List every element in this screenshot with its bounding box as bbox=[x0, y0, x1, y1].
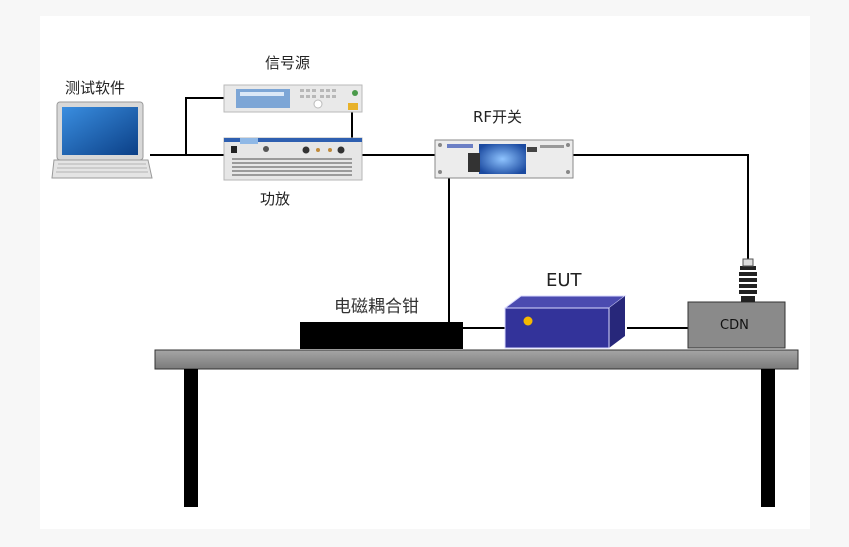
label-rf-switch: RF开关 bbox=[473, 108, 523, 126]
cdn-icon bbox=[687, 258, 786, 349]
label-cdn: CDN bbox=[720, 318, 749, 333]
signal-source-icon bbox=[223, 84, 363, 113]
label-signal-source: 信号源 bbox=[265, 54, 311, 72]
table-leg-right bbox=[761, 369, 775, 507]
cable-branch-to-signal-source bbox=[185, 97, 225, 155]
em-clamp-icon bbox=[300, 322, 463, 349]
label-test-software: 测试软件 bbox=[65, 79, 126, 97]
laptop-icon bbox=[51, 101, 153, 179]
cable-switch-to-cdn bbox=[573, 154, 749, 262]
label-em-clamp: 电磁耦合钳 bbox=[334, 297, 419, 317]
label-eut: EUT bbox=[546, 270, 582, 291]
eut-box-icon bbox=[503, 295, 627, 349]
cables bbox=[150, 97, 749, 329]
label-amplifier: 功放 bbox=[260, 190, 291, 208]
diagram-canvas bbox=[40, 16, 810, 529]
rf-switch-icon bbox=[434, 139, 574, 179]
test-table bbox=[154, 349, 799, 507]
amplifier-icon bbox=[223, 137, 363, 181]
table-leg-left bbox=[184, 369, 198, 507]
